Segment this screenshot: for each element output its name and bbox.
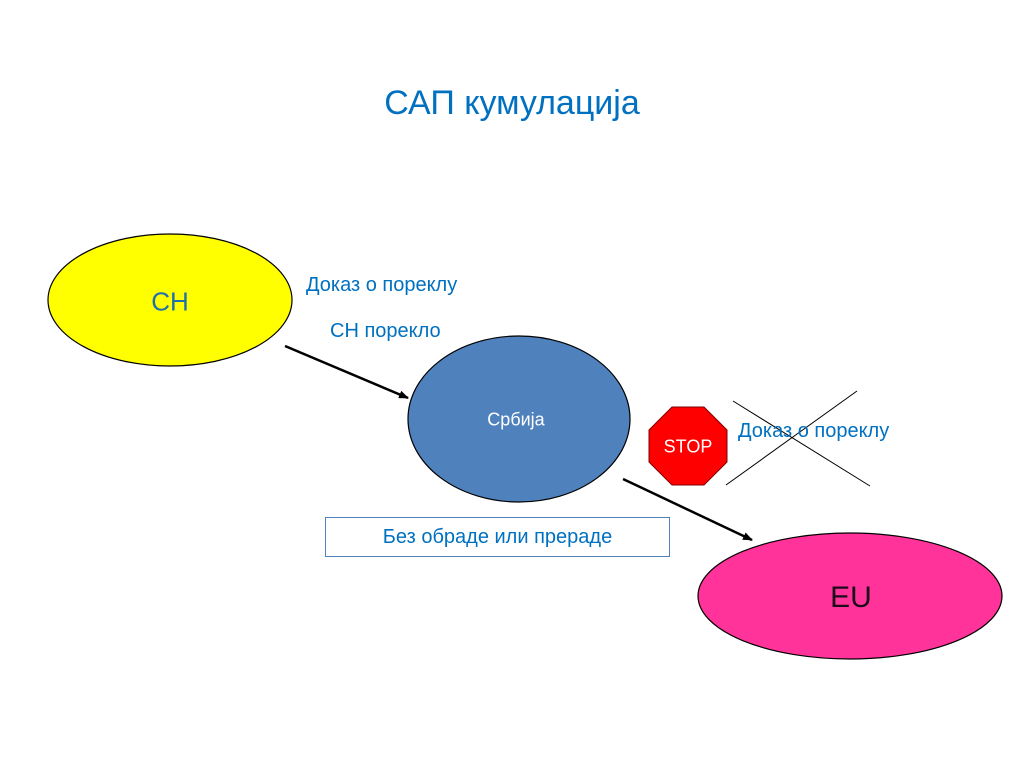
ch-node-label: CH [151,286,189,317]
page-title: САП кумулација [384,84,640,122]
crossed-proof-of-origin-label: Доказ о пореклу [738,420,890,442]
arrow-ch-to-serbia [284,344,409,400]
cross-line-1 [732,400,871,487]
serbia-node-label: Србија [487,409,545,430]
eu-node-label: EU [830,581,872,614]
no-processing-box: Без обраде или прераде [325,517,670,557]
arrow-serbia-to-eu [622,477,753,542]
stop-sign-label: STOP [663,436,713,457]
eu-node-shape [697,532,1003,660]
proof-of-origin-label: Доказ о пореклу [306,274,458,296]
ch-origin-label: CH порекло [330,320,441,342]
no-processing-label: Без обраде или прераде [382,525,613,548]
ch-node-shape [47,233,293,367]
serbia-node-shape [407,335,631,503]
cross-line-2 [725,390,858,486]
stop-sign-icon [648,406,728,486]
